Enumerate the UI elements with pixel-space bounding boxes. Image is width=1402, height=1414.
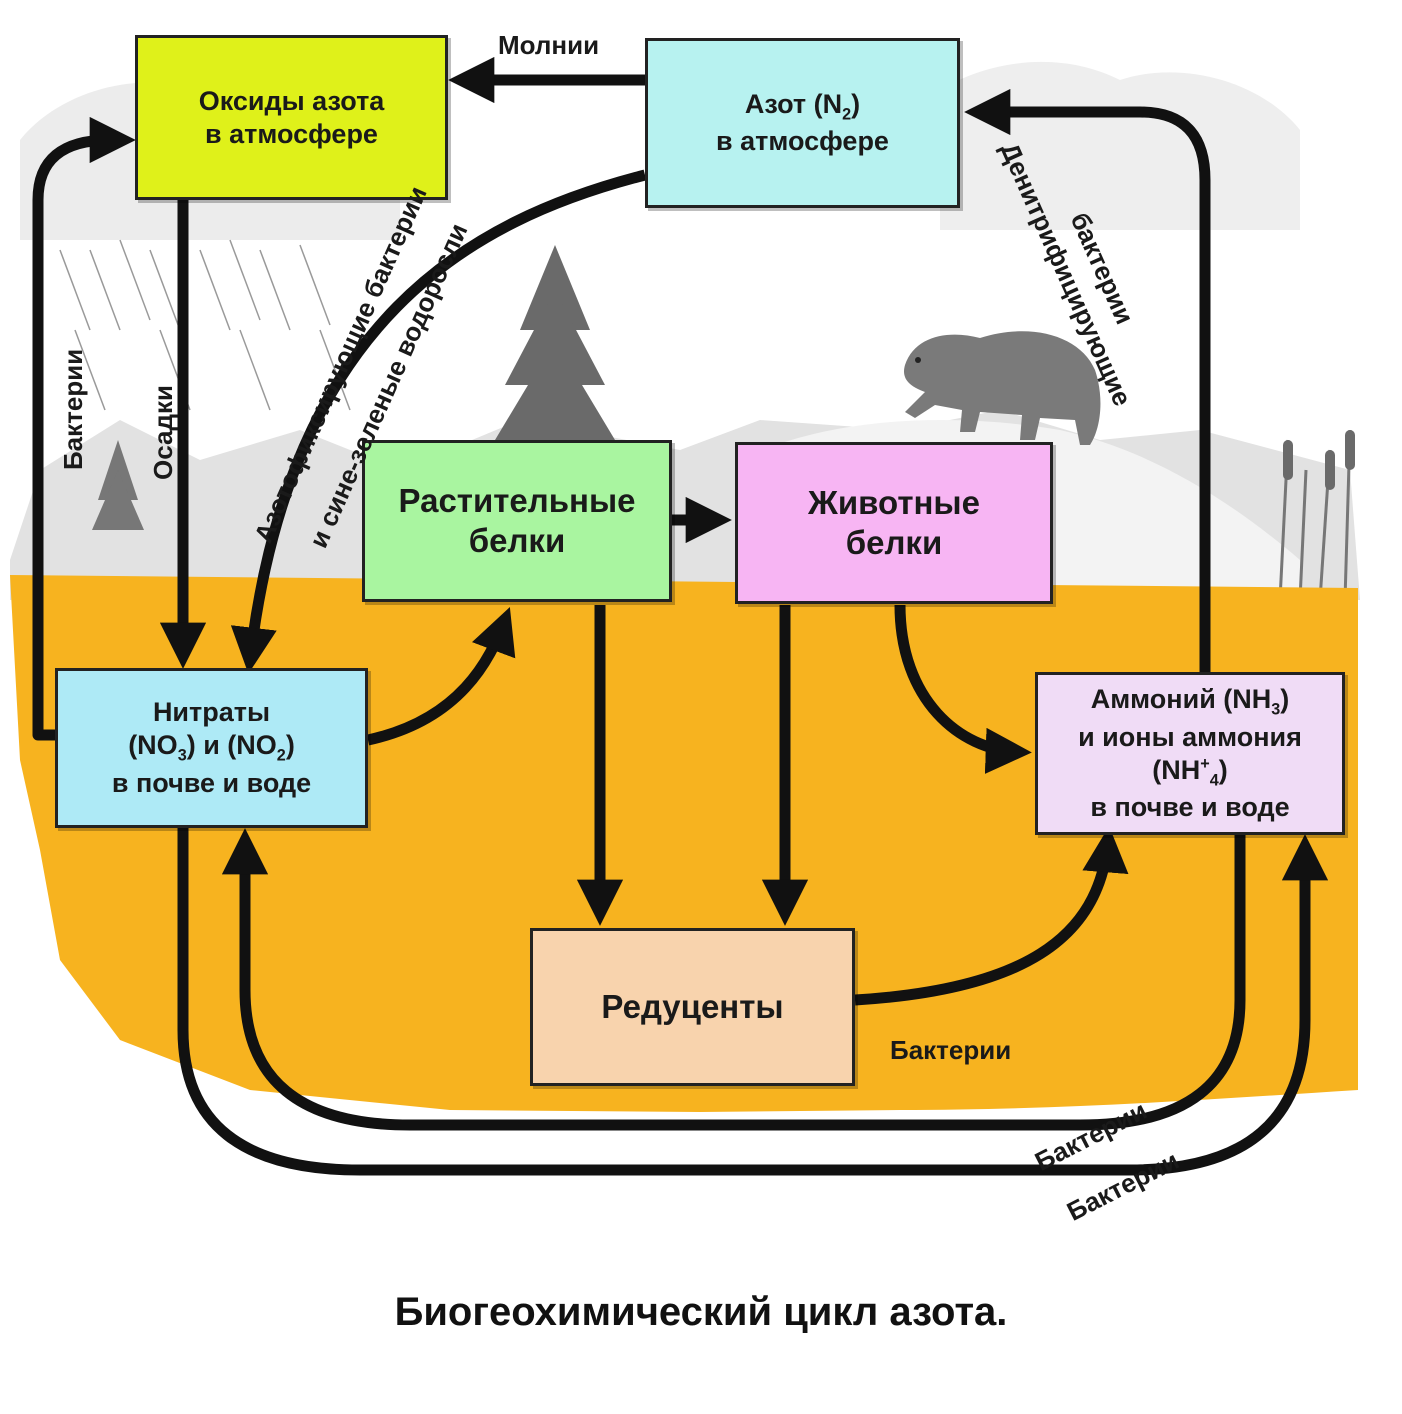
bear-illustration — [904, 331, 1101, 445]
reed-heads — [1283, 430, 1355, 490]
ammonium-line4: в почве и воде — [1090, 791, 1290, 822]
node-reducers: Редуценты — [530, 928, 855, 1086]
arrow-reducers-to-ammonium — [854, 826, 1129, 1006]
small-tree-illustration — [92, 440, 144, 530]
arrow-bacteria-left — [32, 116, 136, 741]
label-bacteria-left: Бактерии — [58, 348, 88, 470]
arrow-fixing — [230, 169, 647, 674]
nitrogen-line1: Азот (N2) — [744, 88, 861, 124]
nitrates-line2: (NO3) и (NO2) — [128, 730, 295, 765]
plants-line1: Растительные — [398, 481, 636, 519]
arrow-nitrates-to-plants — [366, 607, 516, 746]
node-nitrates: Нитраты (NO3) и (NO2) в почве и воде — [55, 668, 368, 828]
node-plant-proteins: Растительные белки — [362, 440, 672, 602]
node-atmospheric-nitrogen: Азот (N2) в атмосфере — [645, 38, 960, 208]
node-animal-proteins: Животные белки — [735, 442, 1053, 604]
nitrates-line1: Нитраты — [152, 697, 271, 728]
arrow-ammonium-to-nitrates — [221, 828, 1246, 1131]
node-ammonium: Аммоний (NH3) и ионы аммония (NH+4) в по… — [1035, 672, 1345, 835]
node-nitrogen-oxides: Оксиды азота в атмосфере — [135, 35, 448, 200]
label-bacteria-reducers: Бактерии — [890, 1035, 1012, 1065]
reducers-label: Редуценты — [601, 987, 784, 1025]
label-lightning: Молнии — [498, 30, 600, 60]
nitrogen-line2: в атмосфере — [716, 126, 889, 157]
ammonium-line2: и ионы аммония — [1078, 721, 1302, 752]
nitrates-line3: в почве и воде — [111, 767, 312, 798]
plants-line2: белки — [468, 522, 566, 559]
oxides-line2: в атмосфере — [205, 118, 378, 149]
arrow-nitrates-to-ammonium — [177, 828, 1329, 1176]
ammonium-line1: Аммоний (NH3) — [1090, 684, 1290, 719]
arrow-animals-to-ammonium — [894, 604, 1032, 774]
animals-line2: белки — [845, 524, 943, 561]
diagram-title: Биогеохимический цикл азота. — [394, 1290, 1008, 1334]
oxides-line1: Оксиды азота — [198, 85, 385, 116]
animals-line1: Животные — [808, 483, 980, 521]
ammonium-line3: (NH+4) — [1152, 754, 1228, 789]
label-precipitation: Осадки — [148, 385, 178, 480]
rain-lines — [59, 239, 351, 411]
arrow-denitrifying — [964, 88, 1211, 672]
